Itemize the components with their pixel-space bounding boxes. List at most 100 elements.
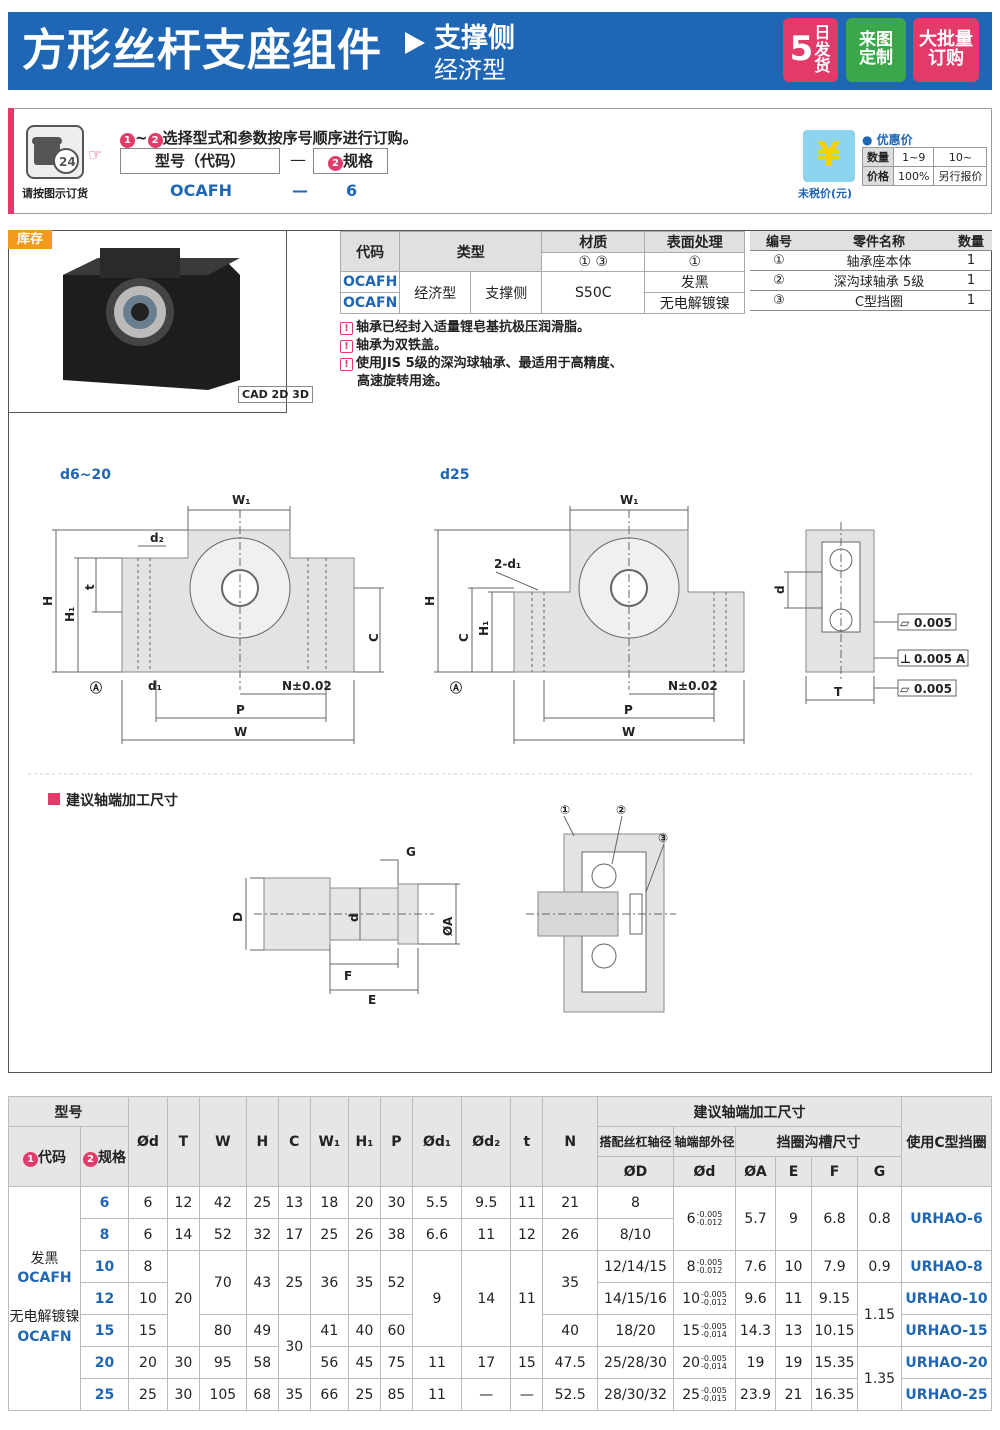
table-cell: 5.7 [735, 1186, 776, 1251]
tol-value: 15 [682, 1322, 701, 1339]
ring-part-link[interactable]: URHAO-20 [901, 1346, 992, 1379]
spec-material: S50C [541, 271, 646, 314]
table-header: 搭配丝杠轴径 [597, 1126, 674, 1157]
table-cell: 17 [461, 1346, 512, 1379]
stock-badge: 库存 [8, 230, 52, 249]
cad-badge[interactable]: CAD 2D 3D [238, 386, 313, 403]
table-cell: 70 [198, 1250, 247, 1315]
table-cell: 30 [166, 1378, 200, 1411]
table-header: Ød [128, 1096, 168, 1187]
table-cell: 28/30/32 [597, 1378, 674, 1411]
table-cell-tol: 15-0.005-0.014 [673, 1314, 736, 1347]
dim-F: F [344, 969, 352, 983]
price-title-text: 优惠价 [876, 133, 913, 147]
order-value-spec: 6 [346, 181, 358, 200]
parts-header: 数量 [950, 231, 992, 251]
table-header: C [277, 1096, 311, 1187]
ring-part-link[interactable]: URHAO-6 [901, 1186, 992, 1251]
dim-phiA: ØA [441, 916, 455, 936]
table-cell: 13 [277, 1186, 311, 1219]
parts-cell: 轴承座本体 [808, 250, 950, 271]
perpendicular-icon: ⊥ [900, 652, 911, 666]
spec-type: 经济型 [399, 271, 472, 314]
table-row: 12 10 14/15/16 10-0.005-0.012 9.6 11 9.1… [9, 1282, 992, 1347]
parts-cell: ③ [750, 290, 808, 311]
ring-part-link[interactable]: URHAO-15 [901, 1314, 992, 1347]
table-header: 型号 [8, 1096, 129, 1127]
table-cell: 40 [347, 1314, 381, 1347]
tol-upper: -0.005 [701, 1353, 727, 1363]
ring-part-link[interactable]: URHAO-10 [901, 1282, 992, 1315]
spec-subheader: ① ③ [541, 252, 646, 272]
badge-text: 大批量订购 [919, 29, 973, 69]
table-cell: 80 [198, 1314, 247, 1347]
table-cell: 58 [245, 1346, 279, 1379]
tol-lower: -0.015 [701, 1393, 727, 1403]
table-cell: 1.15 [857, 1282, 902, 1347]
order-value-dash: — [292, 181, 308, 200]
table-cell-tol: 6-0.005-0.012 [673, 1186, 736, 1251]
table-cell: 9.6 [735, 1282, 776, 1315]
ring-part-link[interactable]: URHAO-25 [901, 1378, 992, 1411]
spec-header: 类型 [399, 231, 543, 272]
page-title: 方形丝杆支座组件 [22, 25, 382, 76]
table-header: t [510, 1096, 544, 1187]
table-cell: 26 [347, 1218, 381, 1251]
step-circle-1: 1 [120, 133, 135, 148]
header-text: 代码 [38, 1149, 66, 1166]
table-cell: 17 [277, 1218, 311, 1251]
table-cell-tol: 8-0.005-0.012 [673, 1250, 736, 1283]
parts-cell: 1 [950, 290, 992, 311]
dim-H1-right: H₁ [477, 621, 491, 636]
group-code: OCAFN [17, 1328, 72, 1345]
tilde: ~ [135, 129, 148, 147]
table-cell: 10 [775, 1250, 812, 1283]
table-header: Ød [673, 1156, 736, 1187]
table-cell: 9.5 [461, 1186, 512, 1219]
table-cell: 25 [245, 1186, 279, 1219]
table-cell: 43 [245, 1250, 279, 1315]
price-cell: 价格 [862, 166, 894, 186]
dim-C: C [367, 633, 381, 642]
price-cell: 数量 [862, 147, 894, 167]
spec-table: 代码 类型 材质 表面处理 ① ③ ① OCAFH 经济型 支撑侧 S50C 发… [339, 231, 746, 314]
gdt-perp: 0.005 [914, 652, 952, 666]
badge-number: 5 [789, 29, 814, 70]
table-header: W [198, 1096, 247, 1187]
dim-2-d1: 2-d₁ [494, 557, 521, 571]
table-cell: 12 [510, 1218, 544, 1251]
table-cell: 30 [379, 1186, 413, 1219]
dim-H-right: H [423, 596, 437, 606]
header-text: 规格 [98, 1149, 126, 1166]
badge-text: 日发货 [814, 22, 831, 76]
table-cell: 25 [309, 1218, 349, 1251]
instruction-text: 选择型式和参数按序号顺序进行订购。 [162, 129, 418, 147]
section-title-text: 建议轴端加工尺寸 [66, 793, 178, 809]
warning-icon: ! [340, 358, 353, 371]
badge-bulk: 大批量订购 [913, 18, 979, 82]
table-cell: 19 [775, 1346, 812, 1379]
dim-W1: W₁ [232, 493, 251, 507]
table-cell: 47.5 [542, 1346, 598, 1379]
order-note: 请按图示订货 [22, 187, 88, 200]
dim-W: W [234, 725, 247, 739]
table-cell: 5.5 [411, 1186, 463, 1219]
dim-W-right: W [622, 725, 635, 739]
table-header: W₁ [309, 1096, 349, 1187]
order-accent-bar [8, 108, 14, 214]
parts-cell: C型挡圈 [808, 290, 950, 311]
ring-part-link[interactable]: URHAO-8 [901, 1250, 992, 1283]
parts-cell: 深沟球轴承 5级 [808, 270, 950, 291]
table-header: Ød₁ [411, 1096, 463, 1187]
table-cell-tol: 25-0.005-0.015 [673, 1378, 736, 1411]
table-cell: 12 [166, 1186, 200, 1219]
table-header: E [775, 1156, 812, 1187]
tol-lower: -0.012 [701, 1297, 727, 1307]
table-header: 使用C型挡圈 [901, 1096, 992, 1187]
table-cell-size: 20 [80, 1346, 129, 1379]
table-header: H₁ [347, 1096, 381, 1187]
warning-icon: ! [340, 322, 353, 335]
table-cell: 11 [510, 1186, 544, 1219]
